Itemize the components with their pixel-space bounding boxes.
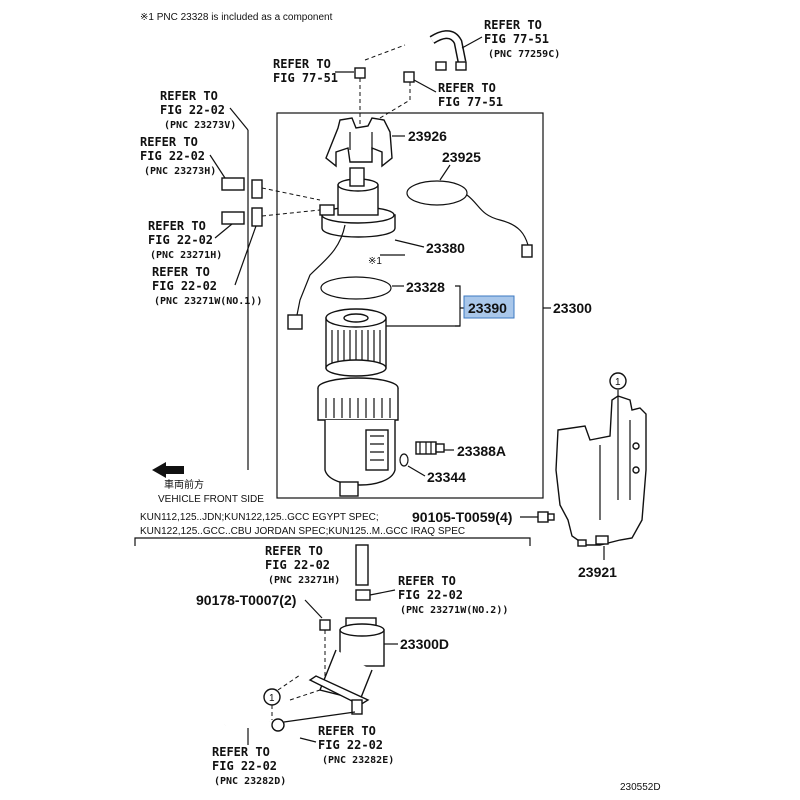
lower-clip[interactable] [355, 589, 371, 601]
vehicle-front-arrow-icon [152, 462, 184, 478]
refer-77-51-a-line1[interactable]: REFER TO [484, 18, 542, 32]
refer-77-51-c-line1[interactable]: REFER TO [438, 81, 496, 95]
label-90105[interactable]: 90105-T0059(4) [412, 509, 512, 525]
spec-bracket [134, 537, 531, 546]
refer-22-02-23282E-line2[interactable]: FIG 22-02 [318, 738, 383, 752]
refer-77-51-c-line2[interactable]: FIG 77-51 [438, 95, 503, 109]
label-23926[interactable]: 23926 [408, 128, 447, 144]
spec-line-2: KUN122,125..GCC..CBU JORDAN SPEC;KUN125.… [140, 526, 465, 537]
label-23921[interactable]: 23921 [578, 564, 617, 580]
refer-22-02-23273H-line2[interactable]: FIG 22-02 [140, 149, 205, 163]
assembly-frame-23300 [276, 112, 544, 499]
hose-clip-right[interactable] [403, 71, 415, 83]
part-23926-bracket[interactable] [325, 117, 393, 168]
part-23921-bracket[interactable] [555, 395, 647, 547]
label-23380[interactable]: 23380 [426, 240, 465, 256]
refer-22-02-23273H-line1[interactable]: REFER TO [140, 135, 198, 149]
label-23925[interactable]: 23925 [442, 149, 481, 165]
label-90178[interactable]: 90178-T0007(2) [196, 592, 296, 608]
refer-22-02-23282D-line2[interactable]: FIG 22-02 [212, 759, 277, 773]
label-23344[interactable]: 23344 [427, 469, 466, 485]
refer-22-02-23271W1-pnc[interactable]: (PNC 23271W(NO.1)) [154, 296, 262, 307]
lower-hose-top[interactable] [355, 544, 369, 586]
hose-clip-left[interactable] [354, 67, 366, 79]
refer-77-51-b-line2[interactable]: FIG 77-51 [273, 71, 338, 85]
refer-22-02-23271W2-line1[interactable]: REFER TO [398, 574, 456, 588]
circle-callout-1 [609, 372, 627, 390]
refer-22-02-23271H-b-line2[interactable]: FIG 22-02 [265, 558, 330, 572]
refer-22-02-23271H-pnc[interactable]: (PNC 23271H) [150, 250, 222, 261]
left-fuel-line[interactable] [221, 130, 263, 470]
spec-line-1: KUN112,125..JDN;KUN122,125..GCC EGYPT SP… [140, 512, 379, 523]
label-23380-note: ※1 [368, 256, 382, 267]
refer-22-02-23271W1-line1[interactable]: REFER TO [152, 265, 210, 279]
refer-22-02-23282D-pnc[interactable]: (PNC 23282D) [214, 776, 286, 787]
refer-22-02-23271H-line1[interactable]: REFER TO [148, 219, 206, 233]
refer-22-02-23271H-line2[interactable]: FIG 22-02 [148, 233, 213, 247]
bolt-90105[interactable] [537, 511, 555, 523]
label-23388A[interactable]: 23388A [457, 443, 506, 459]
refer-22-02-23273V-pnc[interactable]: (PNC 23273V) [164, 120, 236, 131]
part-23300D-filter-assembly[interactable] [308, 617, 385, 715]
label-23300[interactable]: 23300 [553, 300, 592, 316]
refer-22-02-23282E-pnc[interactable]: (PNC 23282E) [322, 755, 394, 766]
refer-22-02-23271W1-line2[interactable]: FIG 22-02 [152, 279, 217, 293]
part-23344-o-ring[interactable] [399, 453, 409, 467]
refer-77-51-b-line1[interactable]: REFER TO [273, 57, 331, 71]
refer-22-02-23273H-pnc[interactable]: (PNC 23273H) [144, 166, 216, 177]
highlight-23390 [463, 295, 515, 319]
vehicle-front-jp: 車両前方 [164, 478, 204, 491]
part-23328-o-ring[interactable] [320, 276, 392, 300]
circle-callout-1b-text: 1 [269, 693, 275, 704]
refer-22-02-23273V-line2[interactable]: FIG 22-02 [160, 103, 225, 117]
component-note: ※1 PNC 23328 is included as a component [140, 12, 333, 23]
refer-77-51-a-pnc[interactable]: (PNC 77259C) [488, 49, 560, 60]
fuel-hose-top[interactable] [396, 11, 467, 81]
part-23390-filter-element[interactable] [325, 308, 387, 377]
part-23925-sensor-wire[interactable] [406, 180, 533, 258]
refer-22-02-23282D-line1[interactable]: REFER TO [212, 745, 270, 759]
refer-22-02-23271W2-line2[interactable]: FIG 22-02 [398, 588, 463, 602]
lower-fuel-pipe[interactable] [224, 711, 356, 732]
diagram-code: 230552D [620, 782, 661, 793]
label-23300D[interactable]: 23300D [400, 636, 449, 652]
part-23380-filter-head[interactable] [287, 167, 396, 330]
circle-callout-1-text: 1 [615, 377, 621, 388]
refer-22-02-23271H-b-pnc[interactable]: (PNC 23271H) [268, 575, 340, 586]
label-23390[interactable]: 23390 [468, 300, 507, 316]
part-filter-bowl[interactable] [317, 377, 399, 497]
refer-22-02-23282E-line1[interactable]: REFER TO [318, 724, 376, 738]
refer-22-02-23273V-line1[interactable]: REFER TO [160, 89, 218, 103]
part-23388A-sensor[interactable] [415, 441, 445, 455]
refer-77-51-a-line2[interactable]: FIG 77-51 [484, 32, 549, 46]
vehicle-front-en: VEHICLE FRONT SIDE [158, 494, 264, 505]
label-23328[interactable]: 23328 [406, 279, 445, 295]
refer-22-02-23271W2-pnc[interactable]: (PNC 23271W(NO.2)) [400, 605, 508, 616]
refer-22-02-23271H-b-line1[interactable]: REFER TO [265, 544, 323, 558]
bolt-90178[interactable] [319, 619, 331, 631]
